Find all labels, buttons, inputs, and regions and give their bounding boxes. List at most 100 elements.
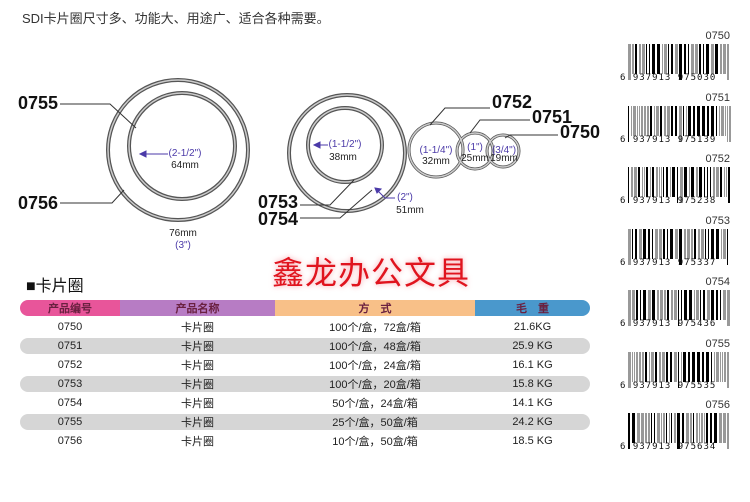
barcode-bar: [719, 105, 720, 136]
barcode-bar: [721, 228, 722, 259]
col-code: 产品编号: [20, 300, 120, 316]
barcode-bar: [688, 105, 691, 136]
barcode-bar: [701, 228, 704, 259]
barcode-label: 0753: [705, 214, 730, 227]
barcode-bar: [666, 167, 668, 197]
inch-0751: (1"): [467, 142, 483, 153]
barcode-bar: [649, 351, 650, 382]
barcode-bar: [638, 167, 640, 197]
barcode-bar: [703, 290, 705, 320]
barcode-bar: [720, 167, 722, 197]
barcode-bar: [723, 413, 726, 443]
barcode-bar: [636, 351, 638, 382]
barcode-bar: [664, 44, 667, 74]
barcode-bar: [675, 44, 678, 74]
barcode-bar: [719, 413, 722, 443]
mm-0750: 19mm: [490, 153, 518, 164]
barcode-bar: [675, 105, 677, 136]
barcode-bar: [724, 351, 726, 382]
barcode-bar: [657, 413, 660, 443]
barcode-bar: [697, 351, 700, 382]
barcode-bar: [711, 44, 714, 74]
barcode-label: 0752: [705, 153, 730, 165]
barcode-bar: [641, 413, 644, 443]
barcode-bar: [632, 413, 635, 443]
barcode-bar: [635, 228, 637, 259]
barcode-bar: [628, 44, 631, 80]
barcode-bar: [643, 228, 646, 259]
barcode-bar: [654, 105, 655, 136]
barcode-bar: [642, 351, 644, 382]
barcode-bar: [654, 413, 655, 443]
barcode-bar: [637, 413, 640, 443]
cell-code: 0756: [57, 435, 83, 447]
barcode-bar: [698, 228, 700, 259]
barcode-bar: [679, 228, 682, 265]
cell-code: 0750: [57, 321, 83, 333]
barcode-bar: [639, 44, 641, 74]
mm-0755: 64mm: [171, 160, 199, 171]
cell-packing: 50个/盒，24盒/箱: [332, 398, 418, 410]
barcode-bar: [688, 351, 690, 382]
cell-weight: 14.1 KG: [512, 397, 553, 409]
barcode-bar: [727, 351, 729, 388]
watermark: 鑫龙办公文具: [272, 255, 471, 291]
cell-weight: 24.2 KG: [512, 416, 553, 428]
barcode-bar: [663, 167, 664, 197]
barcode-number: 6 937913 975535: [620, 380, 717, 391]
barcode-bar: [704, 167, 705, 197]
mm-0753: 38mm: [329, 152, 357, 163]
cell-packing: 10个/盒，50盒/箱: [332, 436, 418, 448]
barcode-bar: [715, 44, 718, 74]
barcode-bar: [646, 44, 647, 74]
barcode-bar: [643, 290, 646, 320]
barcode-bar: [644, 167, 645, 197]
barcode-bar: [628, 351, 631, 388]
barcode-bar: [652, 290, 655, 320]
barcode-bar: [725, 105, 726, 136]
barcode-bar: [645, 351, 647, 382]
barcode-bar: [675, 228, 678, 259]
barcode-bar: [706, 44, 709, 74]
barcode-bar: [727, 228, 728, 265]
label-0756: 0756: [18, 193, 59, 213]
cell-code: 0753: [57, 378, 83, 390]
barcode: [628, 228, 728, 265]
barcode-bar: [646, 167, 648, 197]
barcode-bar: [633, 105, 636, 136]
barcode-bar: [690, 413, 692, 443]
barcode-bar: [632, 351, 633, 382]
barcode: [628, 290, 730, 326]
barcode-bar: [721, 105, 724, 136]
barcode-bar: [644, 105, 646, 136]
barcode-bar: [720, 351, 721, 382]
inch-0752: (1-1/4"): [419, 145, 453, 156]
cell-weight: 18.5 KG: [512, 435, 553, 447]
barcode-bar: [691, 228, 693, 259]
barcode-bar: [661, 413, 662, 443]
arrows: [138, 141, 395, 199]
barcode-bar: [642, 167, 643, 197]
barcode-bar: [641, 105, 643, 136]
barcode-bar: [651, 413, 652, 443]
barcode-bar: [706, 413, 708, 443]
barcode-bar: [700, 290, 701, 320]
cell-name: 卡片圈: [181, 436, 214, 448]
barcode-bar: [706, 351, 709, 382]
barcode: [628, 167, 730, 203]
barcode-bar: [671, 105, 673, 136]
barcode-bar: [651, 351, 654, 382]
barcode-bar: [671, 44, 673, 74]
barcode-bar: [664, 290, 666, 320]
barcode-bar: [648, 413, 650, 443]
barcode-bar: [724, 167, 725, 197]
mm-0756: 76mm: [169, 228, 197, 239]
barcode-bar: [664, 105, 666, 136]
barcode-bar: [720, 44, 722, 74]
col-weight: 毛 重: [475, 300, 590, 316]
barcode-bar: [722, 351, 723, 382]
barcode-bar: [694, 290, 695, 320]
